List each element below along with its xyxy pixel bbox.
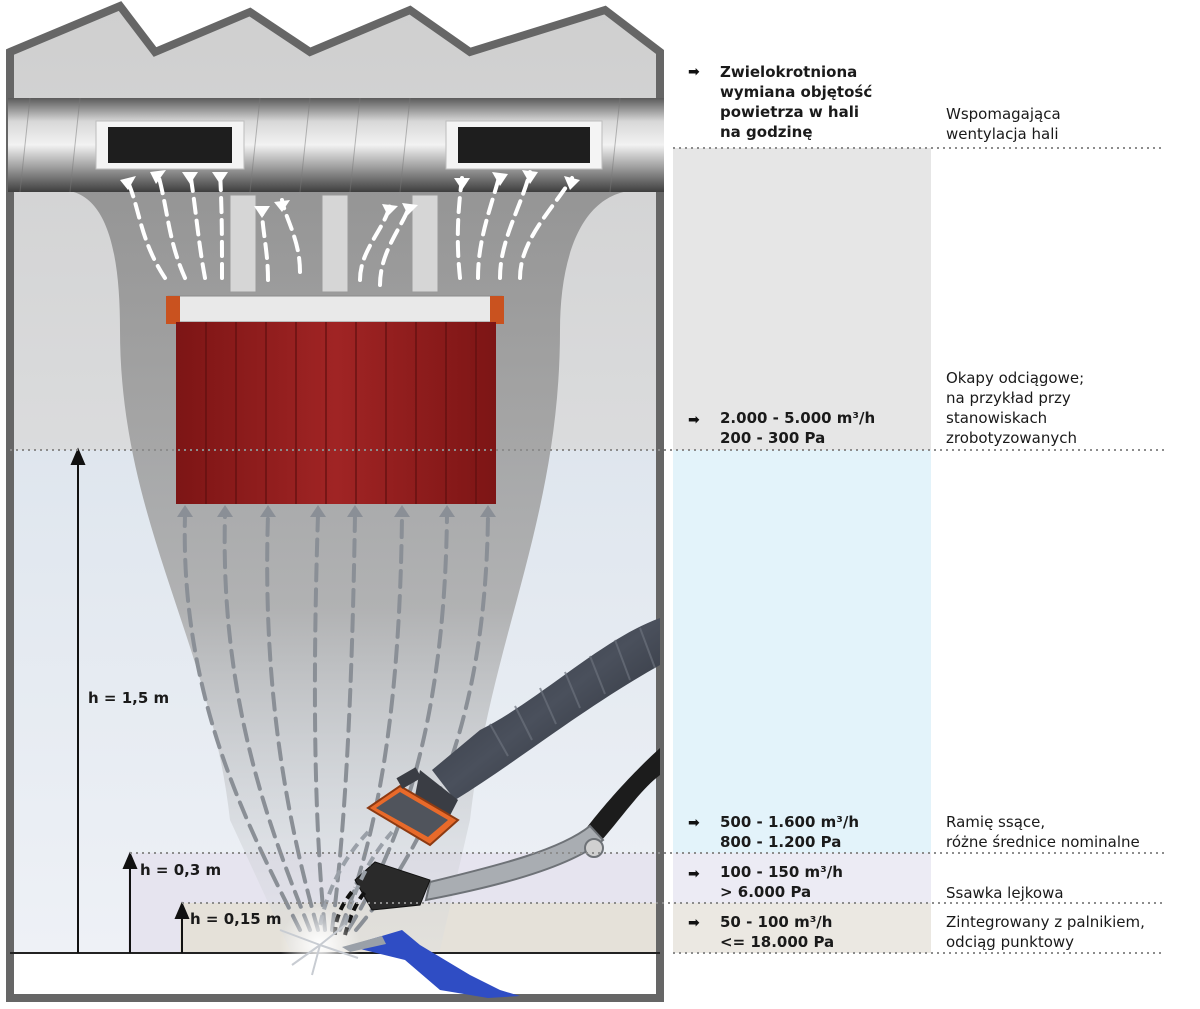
band-hall	[673, 148, 931, 450]
hall-desc: Wspomagająca wentylacja hali	[946, 105, 1061, 143]
hood-corner-right	[490, 296, 504, 324]
funnel-desc: Ssawka lejkowa	[946, 884, 1064, 902]
torch-flow-text: 50 - 100 m³/h <= 18.000 Pa	[720, 913, 835, 951]
building-outline	[6, 1, 664, 1002]
funnel-clamp	[584, 838, 604, 858]
hood-desc: Okapy odciągowe; na przykład przy stanow…	[946, 369, 1085, 447]
height-label-0-15m: h = 0,15 m	[190, 910, 282, 928]
hood-curtain	[176, 322, 496, 504]
torch-tip	[342, 936, 386, 952]
curtain-strips	[205, 322, 477, 504]
hose-ribs	[489, 627, 656, 757]
hood-supports	[229, 194, 439, 293]
extraction-arm-hose	[432, 618, 660, 800]
hood-flow-text: 2.000 - 5.000 m³/h 200 - 300 Pa	[720, 409, 876, 447]
welding-torch	[348, 930, 520, 998]
arrow-right-icon: ➡	[688, 64, 700, 80]
separator-lines	[10, 147, 1165, 954]
plume-arrowheads	[177, 505, 496, 517]
funnel-hose-metal	[424, 824, 605, 902]
funnel-flow-text: 100 - 150 m³/h > 6.000 Pa	[720, 863, 843, 901]
torch-desc: Zintegrowany z palnikiem, odciąg punktow…	[946, 913, 1145, 951]
hall-flow-text: Zwielokrotniona wymiana objętość powietr…	[720, 63, 873, 141]
band-torch	[673, 903, 931, 953]
airflow-arrows-arm	[318, 826, 394, 926]
vent-grille-left	[95, 120, 245, 170]
funnel-hose-black	[585, 748, 660, 842]
band-funnel	[673, 853, 931, 903]
arm-desc: Ramię ssące, różne średnice nominalne	[946, 813, 1140, 851]
arm-handle	[396, 767, 422, 789]
spark-rays	[279, 924, 359, 976]
hood-corner-left	[166, 296, 180, 324]
arrow-right-icon: ➡	[688, 412, 700, 428]
funnel-nozzle	[354, 861, 431, 911]
arm-hood-inner	[376, 792, 448, 837]
pipe-ridges	[19, 97, 621, 193]
height-label-0-3m: h = 0,3 m	[140, 861, 222, 879]
airflow-arrowheads-upper	[120, 170, 580, 218]
arm-flow-text: 500 - 1.600 m³/h 800 - 1.200 Pa	[720, 813, 860, 851]
arrow-right-icon: ➡	[688, 866, 700, 882]
height-label-1-5m: h = 1,5 m	[88, 689, 170, 707]
arrow-right-icon: ➡	[688, 915, 700, 931]
band-arm	[673, 450, 931, 853]
arrow-right-icon: ➡	[688, 815, 700, 831]
height-arrows	[70, 447, 190, 953]
hood-frame	[167, 295, 503, 323]
vent-grille-right	[445, 120, 603, 170]
